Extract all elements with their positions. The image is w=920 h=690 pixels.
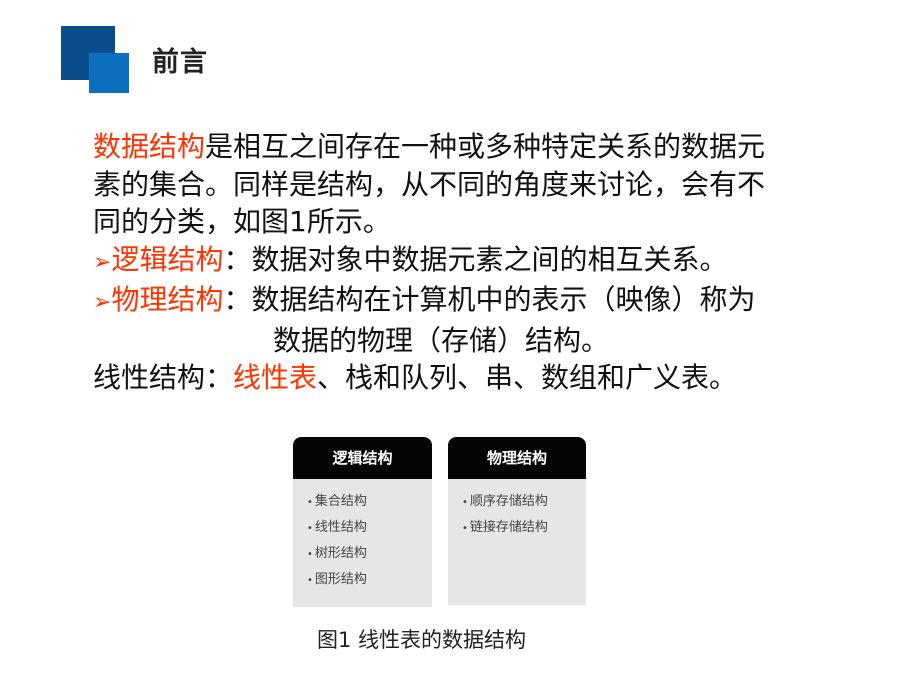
bullet-dot-icon: •: [307, 575, 313, 586]
page-title: 前言: [152, 47, 208, 78]
term-logical-structure: 逻辑结构: [111, 242, 224, 276]
body-text: 数据结构是相互之间存在一种或多种特定关系的数据元 素的集合。同样是结构，从不同的…: [93, 128, 853, 397]
box-title: 逻辑结构: [293, 437, 432, 479]
box-title: 物理结构: [448, 437, 586, 479]
linear-label: 线性结构：: [93, 361, 234, 394]
list-item: •线性结构: [307, 515, 432, 541]
list-item: •图形结构: [307, 567, 432, 593]
linear-rest: 、栈和队列、串、数组和广义表。: [317, 361, 738, 394]
desc-logical-structure: ：数据对象中数据元素之间的相互关系。: [223, 242, 728, 276]
bullet-dot-icon: •: [462, 497, 468, 508]
logical-structure-box: 逻辑结构 •集合结构 •线性结构 •树形结构 •图形结构: [293, 437, 432, 607]
item-label: 链接存储结构: [469, 520, 548, 535]
figure-data-structure: 逻辑结构 •集合结构 •线性结构 •树形结构 •图形结构 物理结构 •顺序存储结…: [292, 430, 592, 607]
item-label: 顺序存储结构: [469, 494, 548, 509]
list-item: •顺序存储结构: [462, 489, 586, 515]
linear-structure-line: 线性结构：线性表、栈和队列、串、数组和广义表。: [93, 359, 853, 397]
highlight-linear-list: 线性表: [233, 361, 318, 394]
bullet-physical-structure-cont: 数据的物理（存储）结构。: [273, 323, 610, 357]
term-physical-structure: 物理结构: [111, 283, 224, 316]
highlight-data-structure: 数据结构: [93, 130, 206, 163]
line-text: 是相互之间存在一种或多种特定关系的数据元: [205, 130, 766, 163]
logo-front-square: [89, 53, 129, 93]
item-label: 线性结构: [314, 520, 367, 535]
arrow-bullet-icon: ➢: [93, 249, 112, 275]
bullet-logical-structure: ➢逻辑结构：数据对象中数据元素之间的相互关系。: [93, 241, 853, 282]
arrow-bullet-icon: ➢: [93, 290, 112, 315]
bullet-physical-structure: ➢物理结构：数据结构在计算机中的表示（映像）称为: [93, 281, 853, 322]
list-item: •集合结构: [307, 489, 432, 515]
bullet-dot-icon: •: [307, 523, 313, 534]
bullet-dot-icon: •: [307, 549, 313, 560]
bullet-dot-icon: •: [462, 523, 468, 534]
item-label: 集合结构: [314, 494, 367, 509]
paragraph-line-2: 素的集合。同样是结构，从不同的角度来讨论，会有不: [93, 167, 766, 201]
paragraph-line-3: 同的分类，如图1所示。: [93, 205, 391, 238]
list-item: •链接存储结构: [462, 515, 586, 541]
desc-physical-structure: ：数据结构在计算机中的表示（映像）称为: [223, 283, 756, 316]
item-label: 树形结构: [314, 546, 367, 561]
item-label: 图形结构: [314, 572, 367, 587]
list-item: •树形结构: [307, 541, 432, 567]
figure-caption: 图1 线性表的数据结构: [317, 628, 527, 652]
paragraph-line-1: 数据结构是相互之间存在一种或多种特定关系的数据元: [93, 128, 853, 166]
bullet-dot-icon: •: [307, 497, 313, 508]
physical-structure-box: 物理结构 •顺序存储结构 •链接存储结构: [448, 437, 586, 605]
